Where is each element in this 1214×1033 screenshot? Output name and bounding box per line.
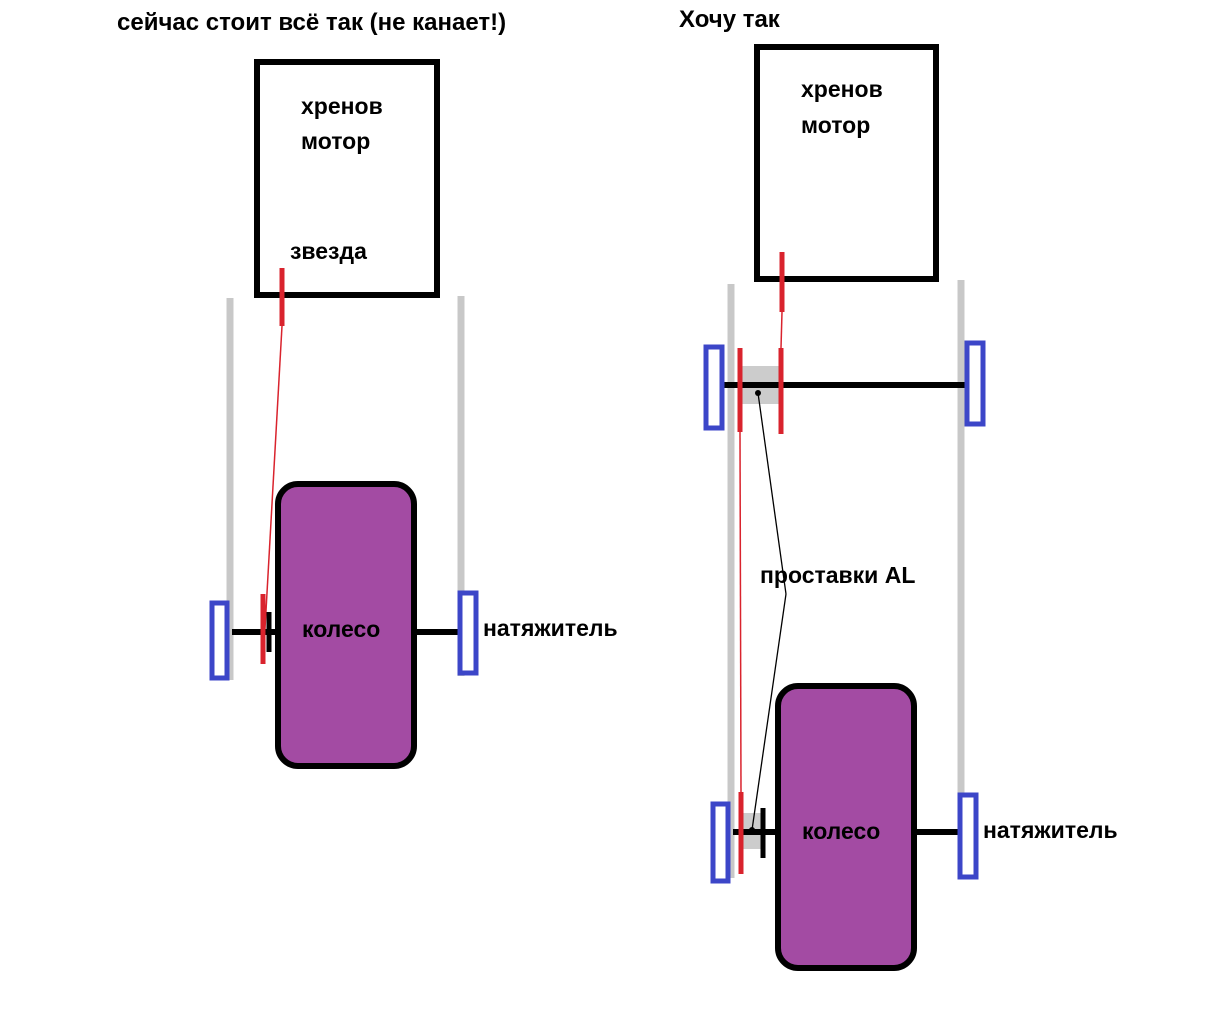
left-panel	[209, 59, 479, 769]
right-panel	[703, 44, 986, 971]
right-tensioner-label: натяжитель	[983, 817, 1118, 843]
left-chain	[262, 325, 283, 665]
left-caption: сейчас стоит всё так (не канает!)	[117, 9, 507, 36]
left-sprocket-label: звезда	[290, 238, 367, 264]
spacer-marker-lower	[749, 827, 755, 833]
right-wheel	[775, 683, 917, 971]
right-spacers-label: проставки AL	[760, 562, 916, 588]
left-wheel	[275, 481, 417, 769]
right-motor-label-line2: мотор	[801, 112, 871, 138]
right-motor-label-line1: хренов	[801, 76, 883, 102]
right-caption: Хочу так	[679, 6, 780, 33]
right-lower-bearing-right	[957, 792, 979, 880]
right-upper-chain	[780, 311, 783, 349]
right-motor-box	[754, 44, 939, 282]
left-motor-box	[254, 59, 440, 298]
left-bearing-right	[457, 590, 479, 676]
spacer-leader-lower	[751, 593, 787, 831]
spacer-leader-upper	[757, 392, 787, 595]
left-tensioner-label: натяжитель	[483, 615, 618, 641]
right-lower-bearing-left	[710, 801, 731, 884]
left-bearing-left	[209, 600, 230, 681]
right-upper-bearing-right	[964, 340, 986, 427]
left-motor-label-line1: хренов	[301, 93, 383, 119]
left-motor-label-line2: мотор	[301, 128, 371, 154]
right-upper-bearing-left	[703, 344, 725, 431]
spacer-marker-upper	[755, 390, 761, 396]
right-wheel-label: колесо	[802, 818, 881, 844]
right-lower-chain	[739, 431, 742, 793]
left-wheel-label: колесо	[302, 616, 381, 642]
